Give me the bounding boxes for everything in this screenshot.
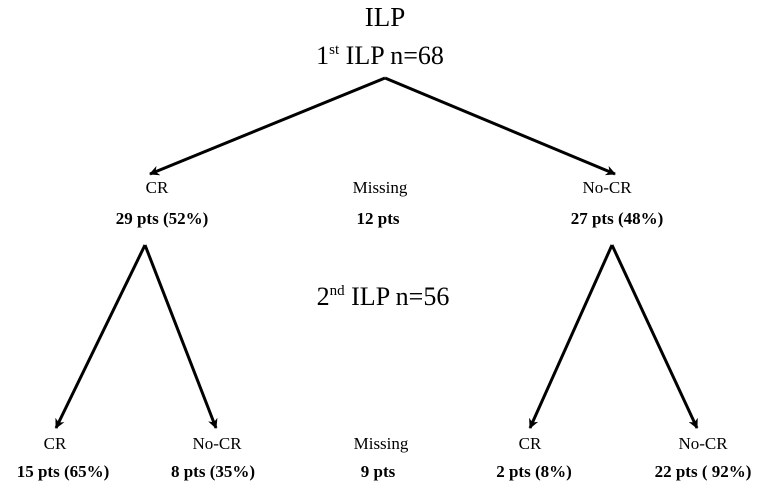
level2-cr-label: CR	[43, 434, 67, 453]
diagram-title: ILP	[364, 2, 406, 32]
level1-cr-label: CR	[145, 178, 169, 197]
first-ilp-ordinal: 1	[316, 41, 330, 70]
first-ilp-label: 1st ILP n=68	[316, 41, 444, 71]
level2-missing-label: Missing	[353, 434, 409, 453]
level2-nocr2-value: 22 pts ( 92%)	[654, 462, 752, 481]
arrow-root-to-nocr	[384, 76, 616, 176]
level1-nocr-label: No-CR	[582, 178, 632, 197]
level1-cr-value: 29 pts (52%)	[115, 209, 209, 228]
level1-nocr-value: 27 pts (48%)	[570, 209, 664, 228]
level2-missing-value: 9 pts	[360, 462, 396, 481]
arrow-cr-to-cr	[54, 244, 147, 429]
level2-nocr-value: 8 pts (35%)	[170, 462, 256, 481]
arrow-cr-to-nocr	[143, 244, 218, 429]
first-ilp-suffix: st	[329, 42, 340, 58]
second-ilp-text: ILP n=56	[344, 282, 450, 311]
arrow-nocr-to-cr	[528, 244, 614, 429]
level2-cr2-label: CR	[518, 434, 542, 453]
arrow-root-to-cr	[149, 76, 386, 176]
arrow-nocr-to-nocr	[610, 244, 699, 429]
first-ilp-text: ILP n=68	[339, 41, 444, 70]
second-ilp-label: 2nd ILP n=56	[317, 282, 450, 312]
second-ilp-suffix: nd	[329, 283, 345, 299]
level1-missing-label: Missing	[352, 178, 408, 197]
level1-missing-value: 12 pts	[356, 209, 400, 228]
second-ilp-ordinal: 2	[316, 282, 330, 311]
level2-nocr2-label: No-CR	[678, 434, 728, 453]
level2-nocr-label: No-CR	[192, 434, 242, 453]
level2-cr2-value: 2 pts (8%)	[496, 462, 572, 481]
level2-cr-value: 15 pts (65%)	[16, 462, 110, 481]
